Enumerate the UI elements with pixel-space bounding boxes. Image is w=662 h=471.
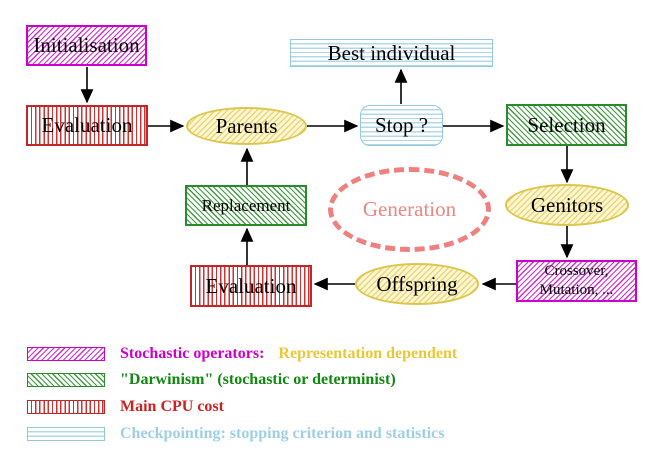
legend-item-stochastic: Stochastic operators: Representation depe… <box>120 345 457 363</box>
generation-loop-ellipse: Generation <box>328 167 491 252</box>
node-offspring: Offspring <box>355 263 479 305</box>
node-initialisation: Initialisation <box>26 25 147 66</box>
node-selection: Selection <box>506 104 627 146</box>
node-best-individual: Best individual <box>290 39 493 67</box>
checkpointing-swatch <box>27 427 105 441</box>
checkpointing-label: Checkpointing: stopping criterion and st… <box>120 425 445 442</box>
node-genitors: Genitors <box>505 184 629 226</box>
mutation-line: Mutation, ... <box>539 282 614 298</box>
crossover-line: Crossover, <box>544 263 609 280</box>
darwinism-label: "Darwinism" (stochastic or determinist) <box>120 371 396 388</box>
cpu-cost-label: Main CPU cost <box>120 398 224 415</box>
node-replacement: Replacement <box>185 185 307 226</box>
representation-dependent-label: Representation dependent <box>278 345 458 362</box>
stochastic-operators-swatch <box>27 347 105 361</box>
node-parents: Parents <box>186 107 307 145</box>
darwinism-swatch <box>27 373 105 387</box>
node-evaluation-top: Evaluation <box>26 105 148 146</box>
node-evaluation-bottom: Evaluation <box>190 265 312 307</box>
generation-label: Generation <box>362 197 457 221</box>
node-crossover-mutation: Crossover, Mutation, ... <box>516 260 637 302</box>
cpu-cost-swatch <box>27 400 105 414</box>
node-stop: Stop ? <box>360 105 443 146</box>
stochastic-operators-label: Stochastic operators: <box>120 345 265 362</box>
